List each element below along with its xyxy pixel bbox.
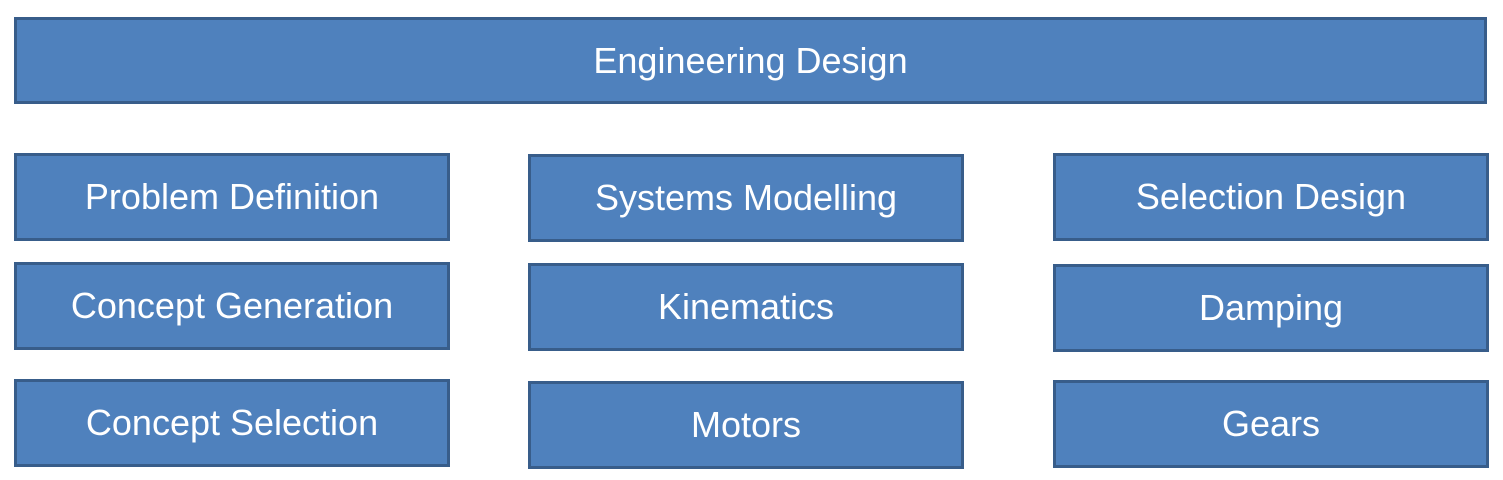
- concept-selection-box: Concept Selection: [14, 379, 450, 467]
- engineering-design-box: Engineering Design: [14, 17, 1487, 104]
- damping-box: Damping: [1053, 264, 1489, 352]
- concept-generation-box: Concept Generation: [14, 262, 450, 350]
- selection-design-label: Selection Design: [1135, 176, 1407, 217]
- selection-design-box: Selection Design: [1053, 153, 1489, 241]
- engineering-design-label: Engineering Design: [593, 39, 908, 81]
- damping-label: Damping: [1198, 287, 1344, 328]
- concept-generation-label: Concept Generation: [70, 285, 394, 326]
- systems-modelling-box: Systems Modelling: [528, 154, 964, 242]
- gears-box: Gears: [1053, 380, 1489, 468]
- motors-label: Motors: [690, 404, 802, 445]
- motors-box: Motors: [528, 381, 964, 469]
- systems-modelling-label: Systems Modelling: [594, 177, 898, 218]
- concept-selection-label: Concept Selection: [85, 402, 379, 443]
- kinematics-label: Kinematics: [657, 286, 835, 327]
- problem-definition-box: Problem Definition: [14, 153, 450, 241]
- problem-definition-label: Problem Definition: [84, 176, 380, 217]
- gears-label: Gears: [1221, 403, 1321, 444]
- kinematics-box: Kinematics: [528, 263, 964, 351]
